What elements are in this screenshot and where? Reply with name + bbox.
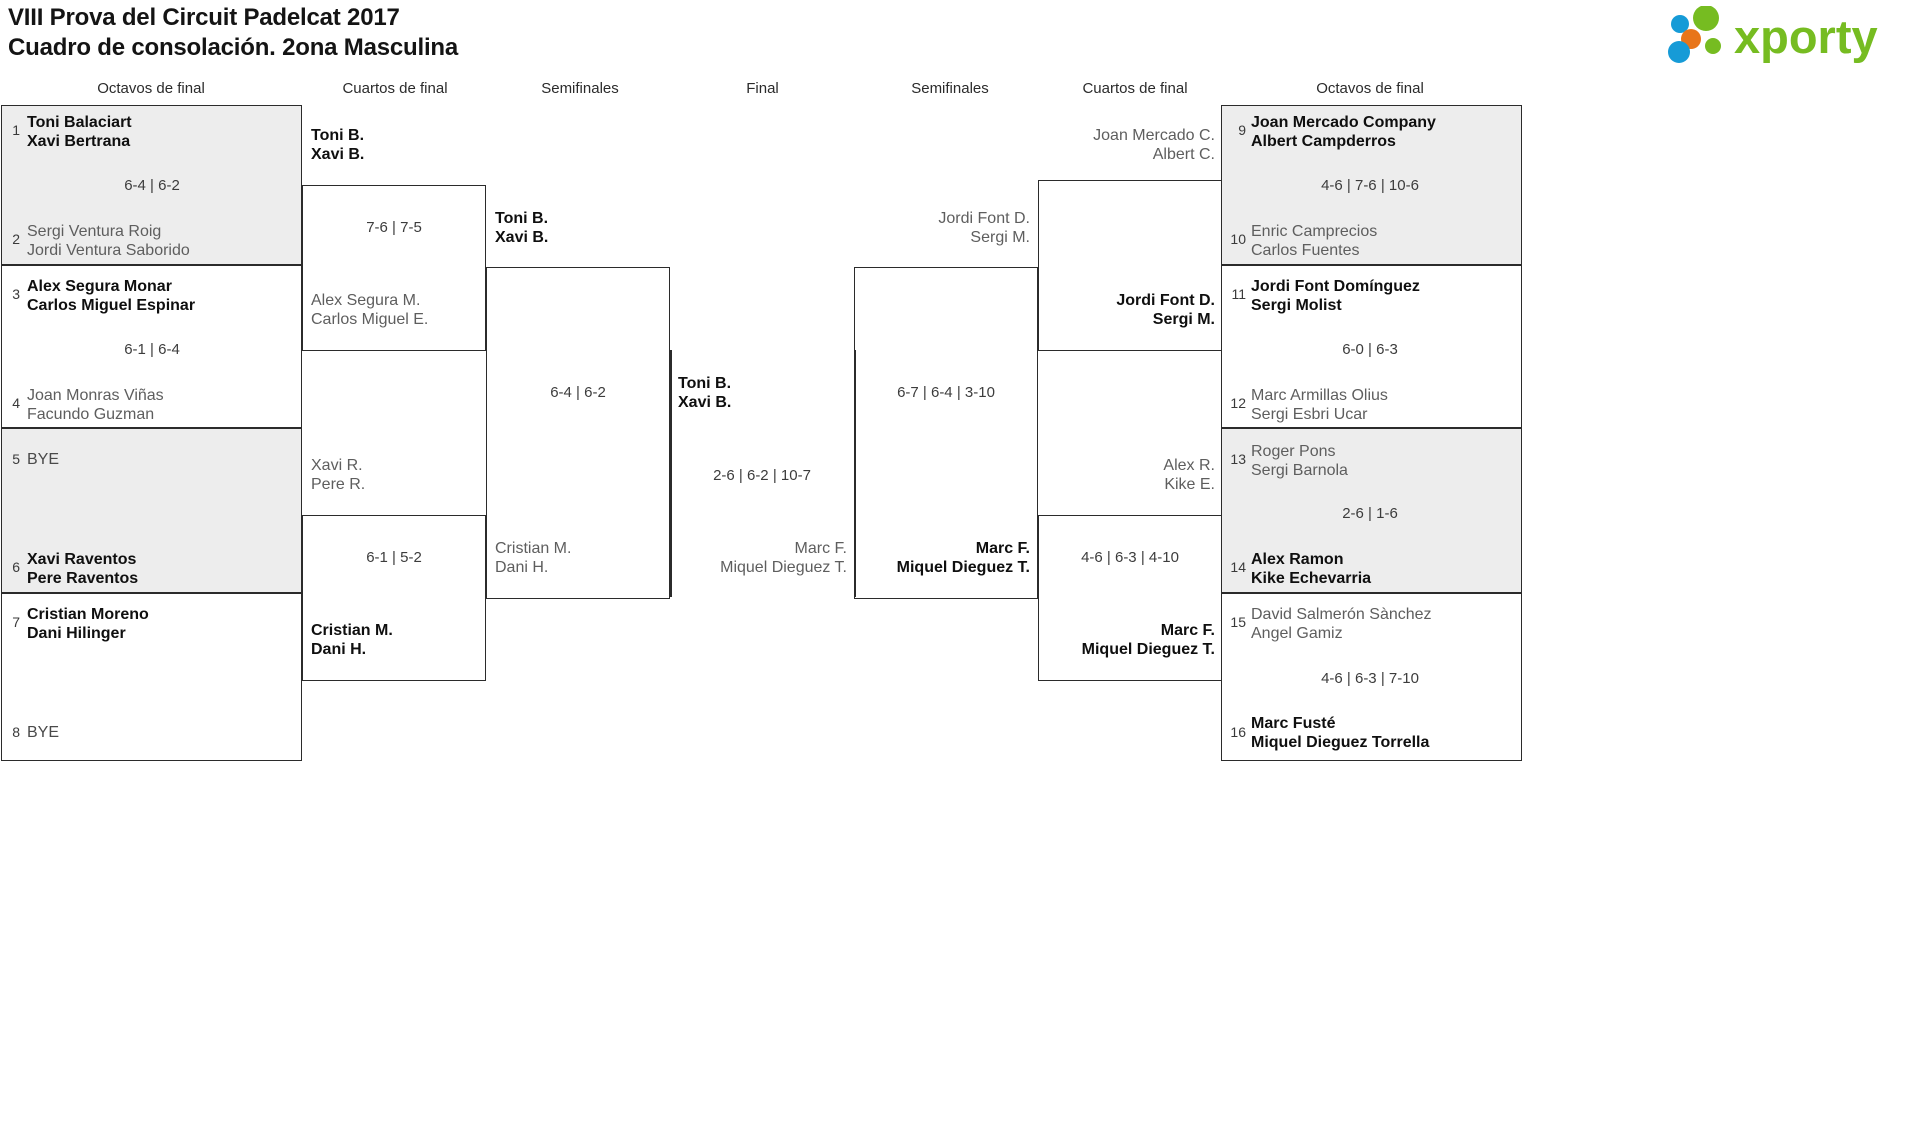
page-subtitle: Cuadro de consolación. 2ona Masculina xyxy=(8,34,459,61)
xporty-logo: xporty xyxy=(1660,6,1910,64)
round-header-right-qf: Cuartos de final xyxy=(1082,80,1188,97)
seed-number: 10 xyxy=(1230,231,1246,247)
page-header: VIII Prova del Circuit Padelcat 2017 Cua… xyxy=(0,0,1920,78)
left-qf-player-3: Xavi R. Pere R. xyxy=(311,457,366,493)
seed-number: 5 xyxy=(12,451,20,467)
left-r16-player-8: BYE xyxy=(27,724,60,741)
round-header-right-r16: Octavos de final xyxy=(1316,80,1424,97)
left-qf-player-4: Cristian M. Dani H. xyxy=(311,622,393,658)
final-score: 2-6 | 6-2 | 10-7 xyxy=(713,467,811,484)
left-r16-player-7: Cristian Moreno Dani Hilinger xyxy=(27,606,149,642)
right-r16-match-2[interactable] xyxy=(1221,265,1522,428)
right-r16-player-9: Joan Mercado Company Albert Campderros xyxy=(1251,114,1436,150)
right-r16-player-16: Marc Fusté Miquel Dieguez Torrella xyxy=(1251,715,1430,751)
left-r16-player-5: BYE xyxy=(27,451,60,468)
right-r16-match-1[interactable] xyxy=(1221,105,1522,265)
right-r16-match-3[interactable] xyxy=(1221,428,1522,593)
title-block: VIII Prova del Circuit Padelcat 2017 Cua… xyxy=(8,3,458,63)
round-header-left-qf: Cuartos de final xyxy=(342,80,448,97)
left-sf-match-1[interactable] xyxy=(486,267,670,599)
round-header-left-r16: Octavos de final xyxy=(97,80,205,97)
right-r16-score-1: 4-6 | 7-6 | 10-6 xyxy=(1321,177,1419,194)
right-qf-score-2: 4-6 | 6-3 | 4-10 xyxy=(1081,549,1179,566)
seed-number: 12 xyxy=(1230,395,1246,411)
seed-number: 4 xyxy=(12,395,20,411)
right-r16-score-4: 4-6 | 6-3 | 7-10 xyxy=(1321,670,1419,687)
right-r16-player-12: Marc Armillas Olius Sergi Esbri Ucar xyxy=(1251,387,1388,423)
left-qf-player-2: Alex Segura M. Carlos Miguel E. xyxy=(311,292,429,328)
left-r16-match-2[interactable] xyxy=(1,265,302,428)
right-r16-player-14: Alex Ramon Kike Echevarria xyxy=(1251,551,1372,587)
page-title: VIII Prova del Circuit Padelcat 2017 xyxy=(8,4,400,31)
seed-number: 16 xyxy=(1230,724,1246,740)
left-r16-match-3[interactable] xyxy=(1,428,302,593)
right-r16-match-4[interactable] xyxy=(1221,593,1522,761)
final-player-bottom: Marc F. Miquel Dieguez T. xyxy=(720,540,847,576)
right-qf-player-2: Jordi Font D. Sergi M. xyxy=(1116,292,1215,328)
svg-text:xporty: xporty xyxy=(1734,10,1878,63)
right-r16-score-2: 6-0 | 6-3 xyxy=(1342,341,1398,358)
seed-number: 14 xyxy=(1230,559,1246,575)
left-r16-player-1: Toni Balaciart Xavi Bertrana xyxy=(27,114,132,150)
left-r16-player-2: Sergi Ventura Roig Jordi Ventura Saborid… xyxy=(27,223,190,259)
left-sf-player-2: Cristian M. Dani H. xyxy=(495,540,572,576)
left-qf-match-1[interactable] xyxy=(302,185,486,351)
seed-number: 15 xyxy=(1230,614,1246,630)
left-r16-score-1: 6-4 | 6-2 xyxy=(124,177,180,194)
right-r16-player-15: David Salmerón Sànchez Angel Gamiz xyxy=(1251,606,1432,642)
round-header-left-sf: Semifinales xyxy=(541,80,619,97)
final-player-top: Toni B. Xavi B. xyxy=(678,375,732,411)
seed-number: 3 xyxy=(12,286,20,302)
left-r16-match-4[interactable] xyxy=(1,593,302,761)
right-r16-score-3: 2-6 | 1-6 xyxy=(1342,505,1398,522)
seed-number: 11 xyxy=(1231,286,1246,302)
left-qf-score-1: 7-6 | 7-5 xyxy=(366,219,422,236)
left-sf-score-1: 6-4 | 6-2 xyxy=(550,384,606,401)
right-qf-player-4: Marc F. Miquel Dieguez T. xyxy=(1081,622,1215,658)
left-r16-score-2: 6-1 | 6-4 xyxy=(124,341,180,358)
round-header-right-sf: Semifinales xyxy=(911,80,989,97)
right-sf-player-1: Jordi Font D. Sergi M. xyxy=(938,210,1030,246)
seed-number: 13 xyxy=(1230,451,1246,467)
left-r16-player-3: Alex Segura Monar Carlos Miguel Espinar xyxy=(27,278,196,314)
right-sf-score-1: 6-7 | 6-4 | 3-10 xyxy=(897,384,995,401)
seed-number: 8 xyxy=(12,724,20,740)
left-qf-match-2[interactable] xyxy=(302,515,486,681)
seed-number: 2 xyxy=(12,231,20,247)
seed-number: 6 xyxy=(12,559,20,575)
right-sf-player-2: Marc F. Miquel Dieguez T. xyxy=(896,540,1030,576)
left-r16-match-1[interactable] xyxy=(1,105,302,265)
right-r16-player-13: Roger Pons Sergi Barnola xyxy=(1251,443,1348,479)
right-qf-player-3: Alex R. Kike E. xyxy=(1163,457,1215,493)
right-sf-match-1[interactable] xyxy=(854,267,1038,599)
final-divider-left xyxy=(670,350,672,597)
seed-number: 7 xyxy=(12,614,20,630)
right-r16-player-11: Jordi Font Domínguez Sergi Molist xyxy=(1251,278,1420,314)
left-r16-player-6: Xavi Raventos Pere Raventos xyxy=(27,551,139,587)
seed-number: 1 xyxy=(12,122,20,138)
left-qf-score-2: 6-1 | 5-2 xyxy=(366,549,422,566)
left-qf-player-1: Toni B. Xavi B. xyxy=(311,127,365,163)
right-r16-player-10: Enric Camprecios Carlos Fuentes xyxy=(1251,223,1378,259)
left-sf-player-1: Toni B. Xavi B. xyxy=(495,210,549,246)
seed-number: 9 xyxy=(1238,122,1246,138)
left-r16-player-4: Joan Monras Viñas Facundo Guzman xyxy=(27,387,164,423)
round-header-final: Final xyxy=(746,80,779,97)
right-qf-player-1: Joan Mercado C. Albert C. xyxy=(1093,127,1215,163)
